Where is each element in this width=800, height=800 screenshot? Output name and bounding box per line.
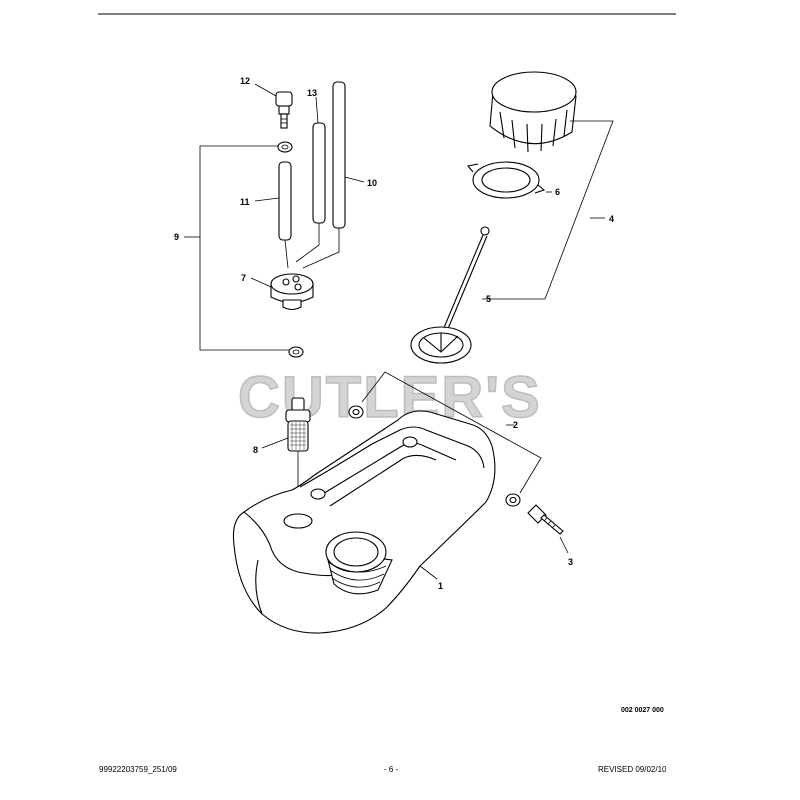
- drawing-number: 002 0027 000: [621, 707, 664, 714]
- callout-7: 7: [241, 273, 246, 283]
- callout-1: 1: [438, 581, 443, 591]
- part-2-washers: [348, 405, 521, 507]
- part-4-fuel-cap: [489, 71, 577, 153]
- part-7-grommet: [270, 273, 314, 311]
- callout-10: 10: [367, 178, 377, 188]
- o-ring-bottom: [288, 346, 304, 358]
- callout-8: 8: [253, 445, 258, 455]
- callout-11: 11: [240, 197, 250, 207]
- part-13-tube: [312, 122, 326, 224]
- part-3-bolt: [527, 504, 564, 535]
- leader-lines: [184, 83, 605, 580]
- part-11-tube: [278, 161, 292, 241]
- callout-6: 6: [555, 187, 560, 197]
- callout-3: 3: [568, 557, 573, 567]
- part-1-fuel-tank: [232, 410, 496, 634]
- callout-5: 5: [486, 294, 491, 304]
- part-8-filter: [285, 397, 311, 452]
- part-12-fitting: [275, 91, 293, 129]
- part-6-gasket: [466, 161, 546, 199]
- footer-part-number: 99922203759_251/09: [99, 765, 177, 774]
- part-5-strainer: [410, 226, 490, 364]
- part-10-tube: [332, 81, 346, 229]
- bracket-9: [199, 145, 290, 351]
- callout-13: 13: [307, 88, 317, 98]
- watermark-text: CUTLER'S: [238, 365, 542, 430]
- footer-page-number: - 6 -: [384, 765, 399, 774]
- callout-12: 12: [240, 76, 250, 86]
- callout-9: 9: [174, 232, 179, 242]
- callout-4: 4: [609, 214, 614, 224]
- footer-revised-date: REVISED 09/02/10: [598, 765, 667, 774]
- bracket-4: [500, 120, 614, 300]
- callout-2: 2: [513, 420, 518, 430]
- bracket-2: [361, 371, 542, 494]
- o-ring-top: [277, 141, 293, 153]
